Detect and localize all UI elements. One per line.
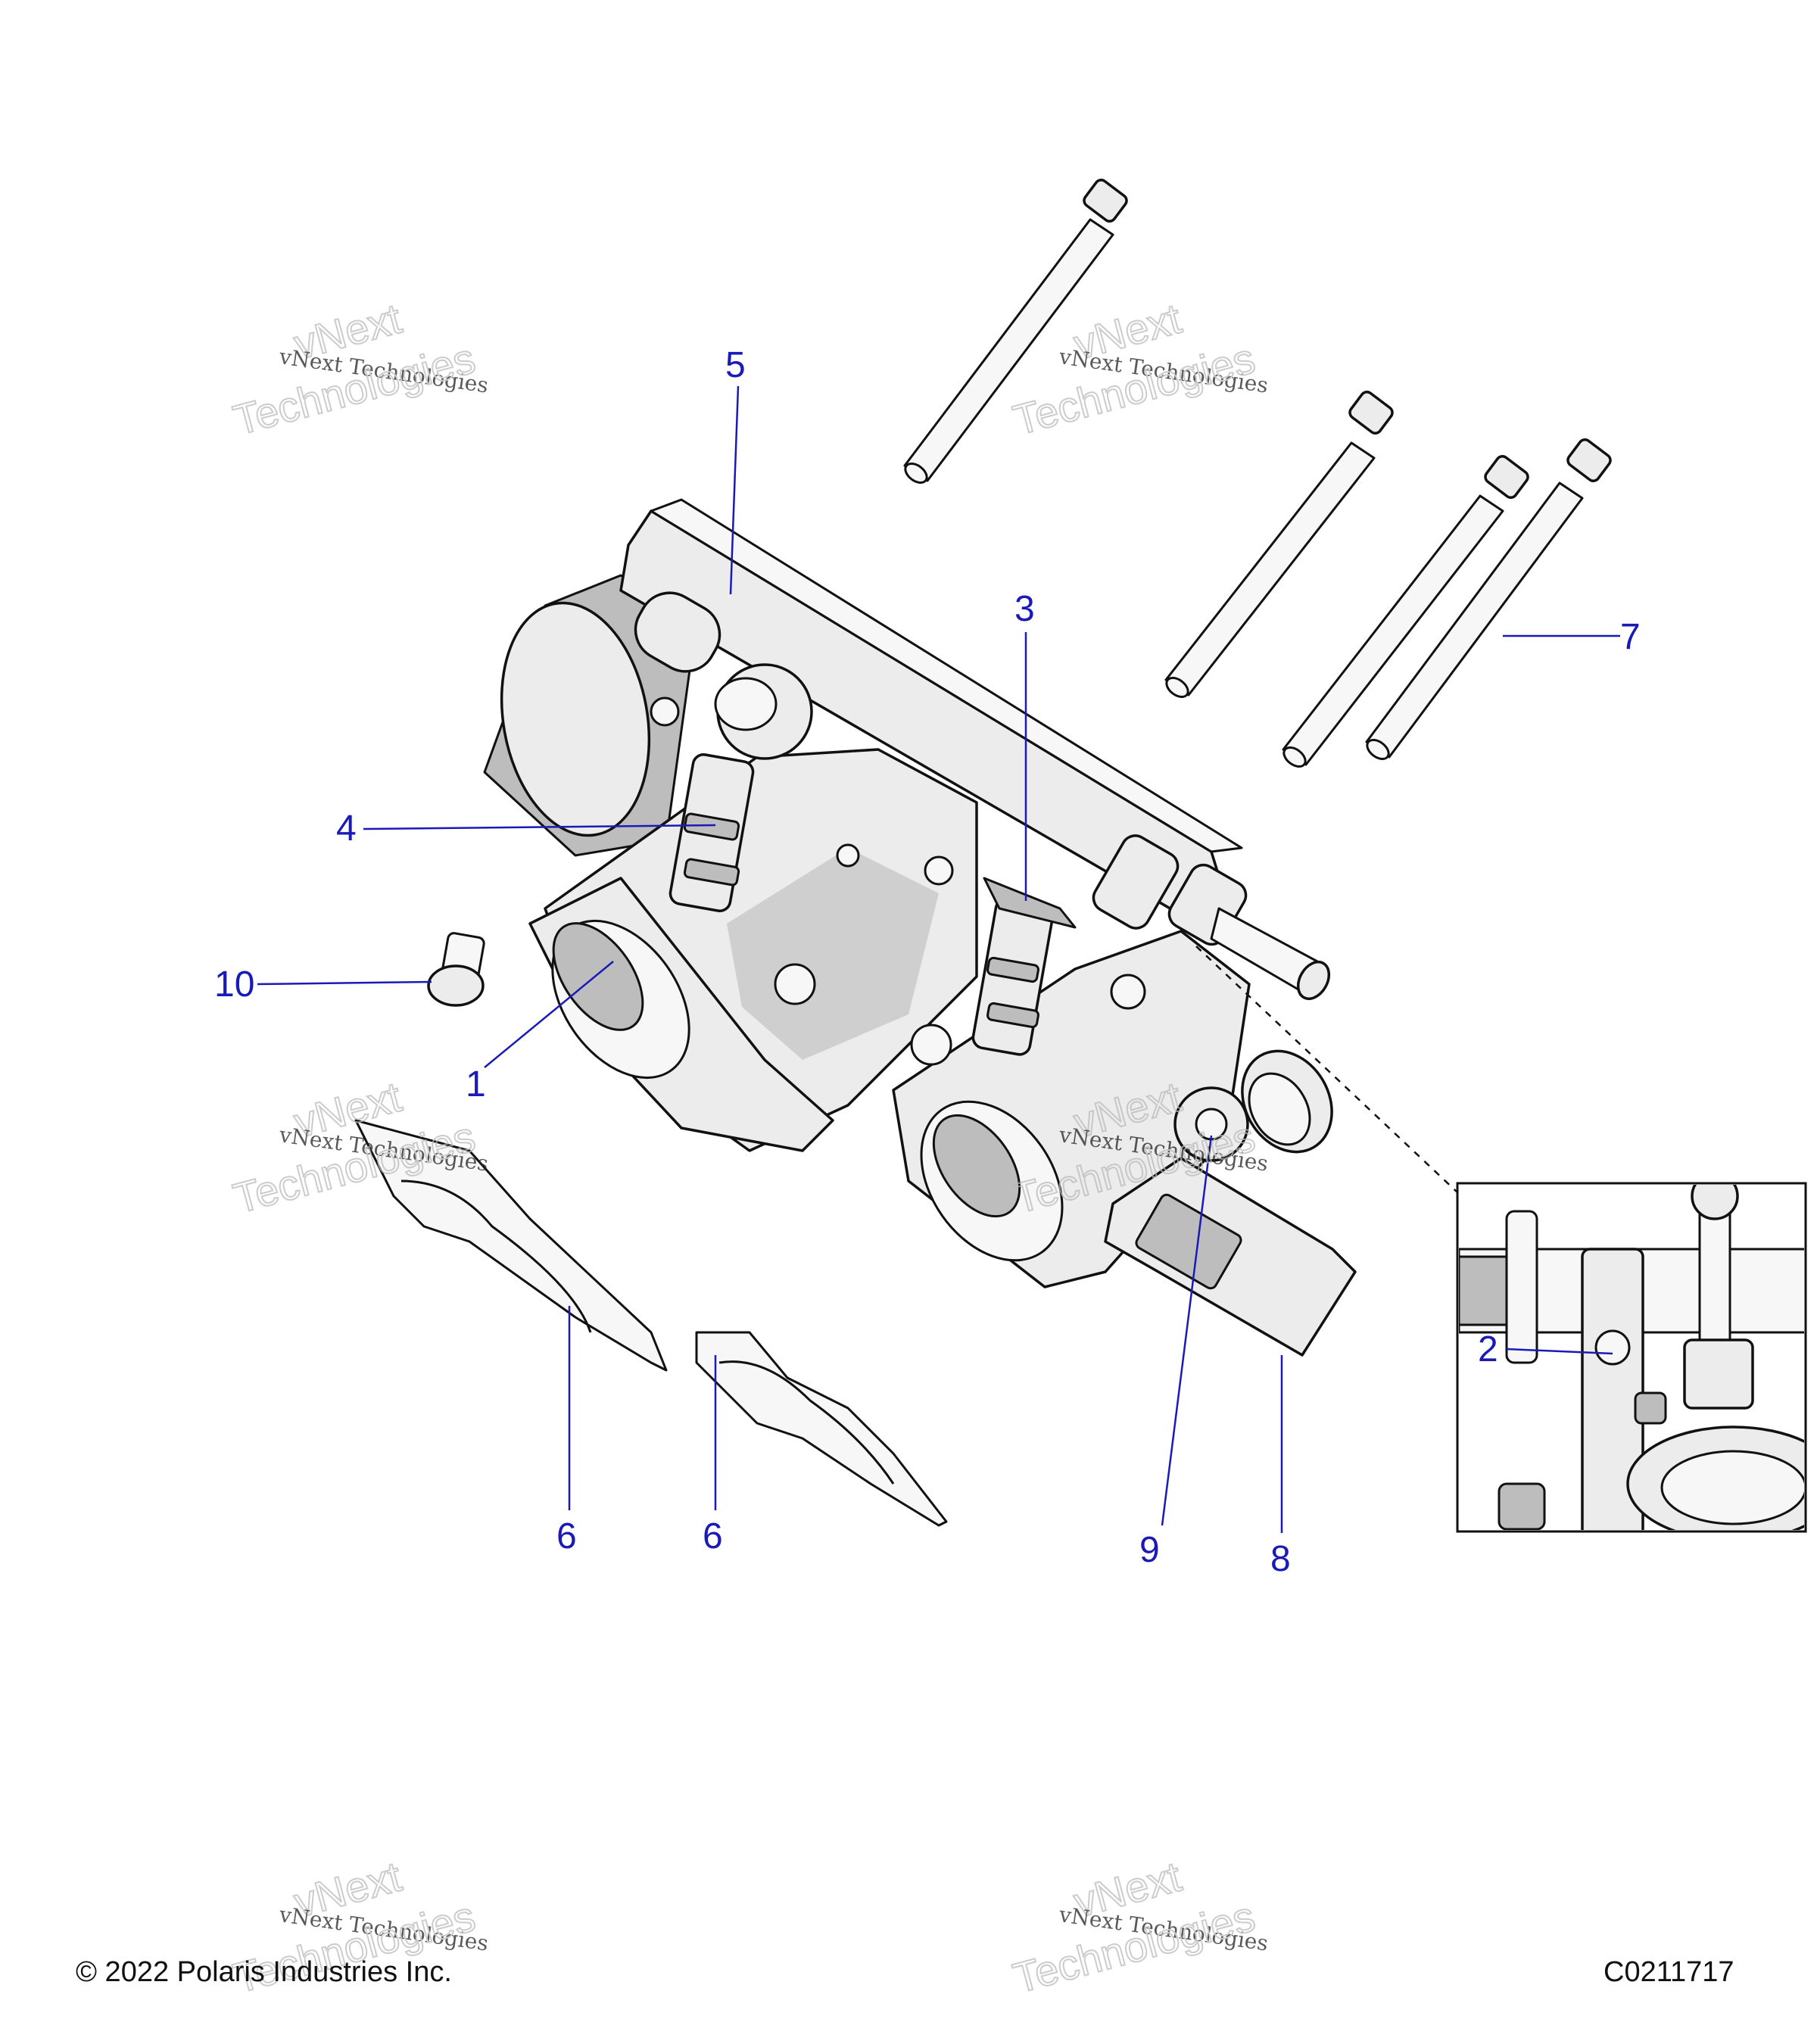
callout-labels: 5 3 7 4 10 1 2 6 6 9 8 <box>214 345 1641 1579</box>
callout-9: 9 <box>1139 1530 1160 1570</box>
fuel-rail-bolt-3 <box>1282 455 1529 768</box>
callout-7: 7 <box>1620 617 1641 657</box>
leader-lines <box>257 385 1620 1533</box>
fuel-rail-bolt-long <box>903 179 1128 485</box>
callout-1: 1 <box>466 1064 486 1105</box>
detail-inset <box>1195 946 1807 1533</box>
gasket-left <box>354 1119 668 1372</box>
copyright-text: © 2022 Polaris Industries Inc. <box>76 1956 452 1988</box>
callout-8: 8 <box>1270 1539 1291 1579</box>
callout-4: 4 <box>336 809 357 849</box>
watermark-top-left: vNext vNext Technologies Technologies <box>228 294 490 445</box>
gasket-right <box>695 1331 948 1527</box>
fuel-rail-bolt-4 <box>1365 438 1612 761</box>
fuel-rail-bolt-2 <box>1164 391 1394 699</box>
diagram-code: C0211717 <box>1604 1956 1734 1988</box>
callout-2: 2 <box>1478 1329 1498 1369</box>
screw-part-10 <box>427 932 485 1007</box>
callout-3: 3 <box>1014 589 1035 629</box>
callout-5: 5 <box>725 345 746 385</box>
callout-6-left: 6 <box>556 1516 577 1556</box>
callout-10: 10 <box>214 964 254 1005</box>
callout-6-right: 6 <box>703 1516 723 1556</box>
watermark-bottom-right: vNext vNext Technologies Technologies <box>1008 1852 1270 2003</box>
throttle-body-assembly <box>483 498 1357 1357</box>
